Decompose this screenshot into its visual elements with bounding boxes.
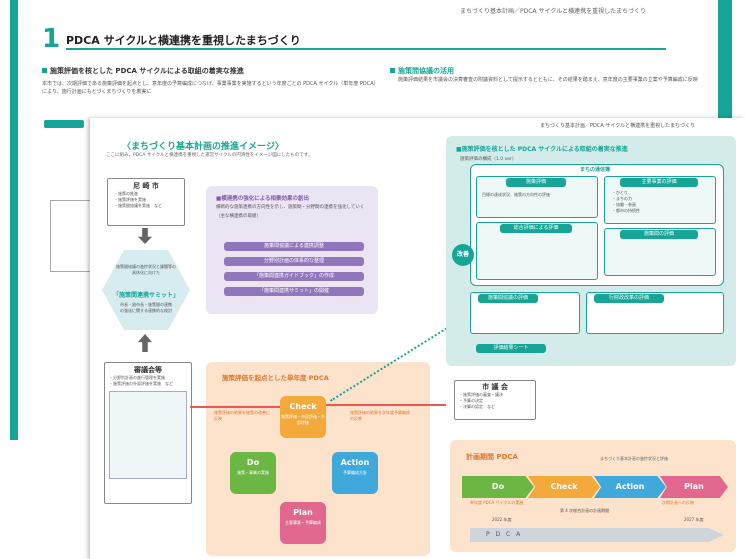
chapter-number: 1 [42, 24, 61, 54]
long-step-check: Check [528, 476, 600, 498]
cross-link-sub: （主な横連携の取組） [216, 214, 261, 219]
city-council-item: ・決算の認定 など [459, 404, 495, 409]
section-body-council: 施策評価結果を市議会の決算審査の附議資料として提示するとともに、その結果を踏まえ… [398, 77, 698, 83]
plan-label: Plan [293, 508, 313, 517]
section-heading-council: 施策間協議の活用 [390, 66, 454, 76]
city-council-item: ・予算の決定 [459, 398, 483, 403]
city-box: 尼 崎 市 ・施策の推進 ・施策評価を実施 ・施策間協議を実施 など [107, 178, 185, 226]
check-box: Check 施策評価・市民評価・外部評価 [280, 396, 326, 438]
cross-link-item: 分野別計画の体系的な整理 [224, 257, 364, 266]
long-year-end: 2027 年度 [684, 517, 704, 522]
council-item: ・施策評価の外部評価を実施 など [109, 381, 173, 386]
eval-admin-label: 行財政改革の評価 [594, 294, 664, 303]
eval-main-label: 主要事業の評価 [620, 178, 698, 187]
eval-main-item: ・都市の持続性 [612, 208, 640, 213]
action-sub: 予算編成方針 [343, 470, 367, 475]
long-step-plan-sub: 次期計画への反映 [662, 500, 694, 505]
eval-main-item: ・ひとり [612, 190, 628, 195]
eval-main-item: ・協働・参画 [612, 202, 636, 207]
action-label: Action [340, 458, 370, 467]
check-sub: 施策評価・市民評価・外部評価 [281, 414, 325, 425]
long-step-action: Action [594, 476, 666, 498]
summit-title: 「施策間連携サミット」 [112, 292, 179, 299]
chapter-title: PDCA サイクルと横連携を重視したまちづくり [66, 34, 301, 47]
eval-total-label: 総合評価による評価 [500, 224, 572, 233]
left-accent-bar [10, 0, 18, 440]
long-step-do-sub: 単年度 PDCA サイクルの実施 [470, 500, 524, 505]
annual-pdca-title: 施策評価を起点とした単年度 PDCA [222, 374, 329, 382]
long-year-start: 2022 年度 [492, 517, 512, 522]
check-label: Check [289, 402, 317, 411]
orange-arrow-left [190, 406, 280, 408]
council-item: ・分野別計画の進行管理を実施 [109, 375, 165, 380]
council-grid [109, 391, 187, 479]
council-box: 審議会等 ・分野別計画の進行管理を実施 ・施策評価の外部評価を実施 など [104, 362, 192, 504]
long-step-do: Do [462, 476, 534, 498]
plan-box: Plan 主要事業・予算編成 [280, 502, 326, 544]
improve-badge: 改善 [452, 244, 474, 266]
long-period: 第 4 次総合計画の計画期間 [560, 508, 610, 513]
eval-policy-label: 施策評価 [506, 178, 566, 187]
cross-link-item: 「施策間連携ガイドブック」の作成 [224, 272, 364, 281]
back-tab-marker [44, 120, 84, 128]
summit-text: 施策間協議の進捗状況と課題等の具体化に向けた [116, 264, 176, 275]
city-council-box: 市 議 会 ・施策評価の審査・議決 ・予算の決定 ・決算の認定 など [454, 380, 536, 420]
long-pdca-title: 計画期間 PDCA [466, 453, 518, 461]
plan-sub: 主要事業・予算編成 [285, 520, 321, 525]
orange-arrow-right [326, 404, 446, 406]
chapter-underline [66, 48, 666, 50]
cross-link-item: 「施策間連携サミット」の開催 [224, 287, 364, 296]
back-page-header: まちづくり基本計画／PDCA サイクルと横連携を重視したまちづくり [460, 8, 646, 15]
do-box: Do 施策・事業の実施 [230, 452, 276, 494]
report-card-title: まちの通信簿 [580, 167, 611, 173]
city-council-title: 市 議 会 [482, 383, 508, 391]
eval-policy-text: 目標の達成状況、施策の方向性の評価 [482, 192, 550, 197]
long-pdca-bar: P D C A [470, 528, 724, 542]
action-box: Action 予算編成方針 [332, 452, 378, 494]
diagram-subtitle: ここに組み、PDCA サイクルと横連携を重視した運営サイクルの円滑性をイメージ図… [106, 153, 313, 158]
city-title: 尼 崎 市 [133, 182, 159, 190]
front-page-header: まちづくり基本計画／PDCA サイクルと横連携を重視したまちづくり [540, 123, 695, 129]
city-item: ・施策の推進 [114, 191, 138, 196]
annual-left-note: 施策評価の結果を施策の改善に反映 [214, 410, 270, 421]
eval-result-sheet: 評価結果シート [476, 344, 546, 353]
annual-right-note: 施策評価の結果を次年度予算編成の反映 [350, 410, 410, 421]
city-item: ・施策評価を実施 [114, 197, 146, 202]
diagram-title: 〈まちづくり基本計画の推進イメージ〉 [122, 142, 284, 152]
teal-panel-subtitle: 施策評価の構成（1.0 ver） [460, 157, 517, 162]
do-sub: 施策・事業の実施 [237, 470, 269, 475]
cross-link-item: 施策間協議による連携調整 [224, 242, 364, 251]
cross-link-header: ■横連携の強化による相乗効果の創出 [216, 196, 310, 202]
cross-link-text: 横断的な施策連携の方向性を示し、施策間・分野間の連携を強化していく [216, 205, 365, 210]
section-heading-pdca: 施策評価を核とした PDCA サイクルによる取組の着実な推進 [42, 66, 244, 76]
eval-cross-label: 施策間の評価 [620, 230, 698, 239]
eval-main-item: ・まちの力 [612, 196, 632, 201]
city-council-item: ・施策評価の審査・議決 [459, 392, 503, 397]
section-body-pdca: 本市では、次期評価である施策評価を起点とし、意年度の予算編成につなげ、事業事業を… [42, 81, 379, 95]
do-label: Do [246, 458, 260, 467]
summit-hexagon [102, 250, 190, 330]
council-title: 審議会等 [134, 366, 162, 374]
summit-desc: 市長・副市長・施策間の連携の強化に関する連携的な検討 [120, 302, 172, 313]
back-table [50, 200, 92, 272]
long-pdca-note: まちづくり基本計画の進捗状況と評価 [600, 456, 668, 461]
eval-council-label: 施策間協議の評価 [478, 294, 538, 303]
teal-panel-title: ■施策評価を核とした PDCA サイクルによる取組の着実な推進 [456, 146, 628, 153]
city-item: ・施策間協議を実施 など [114, 203, 162, 208]
long-step-plan: Plan [660, 476, 728, 498]
